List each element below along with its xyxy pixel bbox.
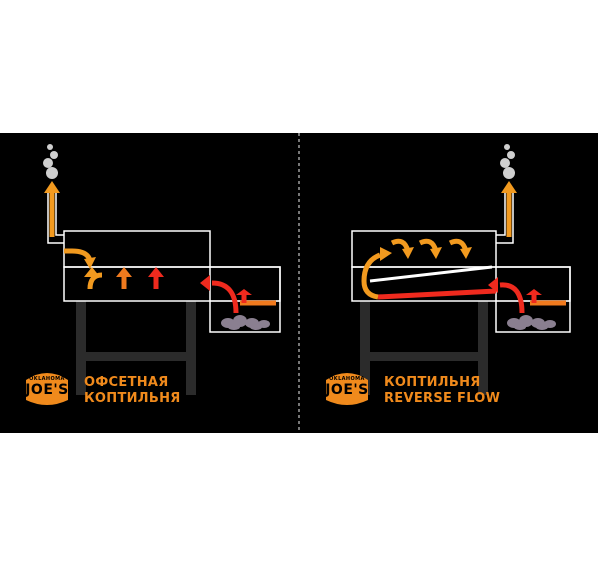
badge-top-text: OKLAHOMA [329, 376, 365, 382]
brand-badge-icon [26, 373, 68, 405]
reverse-flow-smoker-panel: OKLAHOMA JOE'S КОПТИЛЬНЯ REVERSE FLOW [300, 133, 598, 433]
baffle-plate [369, 265, 493, 283]
heat-arrow-icon [380, 247, 392, 261]
smoker-legs [360, 301, 488, 395]
caption-line-2: REVERSE FLOW [384, 391, 501, 406]
comparison-diagram: OKLAHOMA JOE'S ОФСЕТНАЯ КОПТИЛЬНЯ [0, 133, 598, 433]
panel-caption: КОПТИЛЬНЯ REVERSE FLOW [384, 375, 500, 407]
caption-line-1: КОПТИЛЬНЯ [384, 375, 481, 390]
heat-arrow-icon [44, 181, 60, 193]
charcoal-icon [221, 315, 270, 330]
brand-badge: OKLAHOMA JOE'S [322, 370, 372, 408]
smoke-icon [43, 144, 58, 179]
badge-main-text: JOE'S [25, 382, 69, 398]
charcoal-icon [507, 315, 556, 330]
offset-smoker-panel: OKLAHOMA JOE'S ОФСЕТНАЯ КОПТИЛЬНЯ [0, 133, 298, 433]
chimney [47, 193, 64, 244]
smoke-icon [500, 144, 515, 179]
brand-badge: OKLAHOMA JOE'S [22, 370, 72, 408]
panel-divider [298, 133, 300, 433]
offset-smoker-diagram [43, 144, 281, 395]
caption-line-2: КОПТИЛЬНЯ [84, 391, 181, 406]
badge-main-text: JOE'S [325, 382, 369, 398]
badge-top-text: OKLAHOMA [29, 376, 65, 382]
caption-line-1: ОФСЕТНАЯ [84, 375, 169, 390]
chimney [496, 193, 506, 236]
firebox [495, 266, 571, 333]
brand-badge-icon [326, 373, 368, 405]
firebox [209, 266, 281, 333]
panel-caption: ОФСЕТНАЯ КОПТИЛЬНЯ [84, 375, 181, 407]
smoker-legs [76, 301, 196, 395]
reverse-flow-smoker-diagram [351, 144, 571, 395]
